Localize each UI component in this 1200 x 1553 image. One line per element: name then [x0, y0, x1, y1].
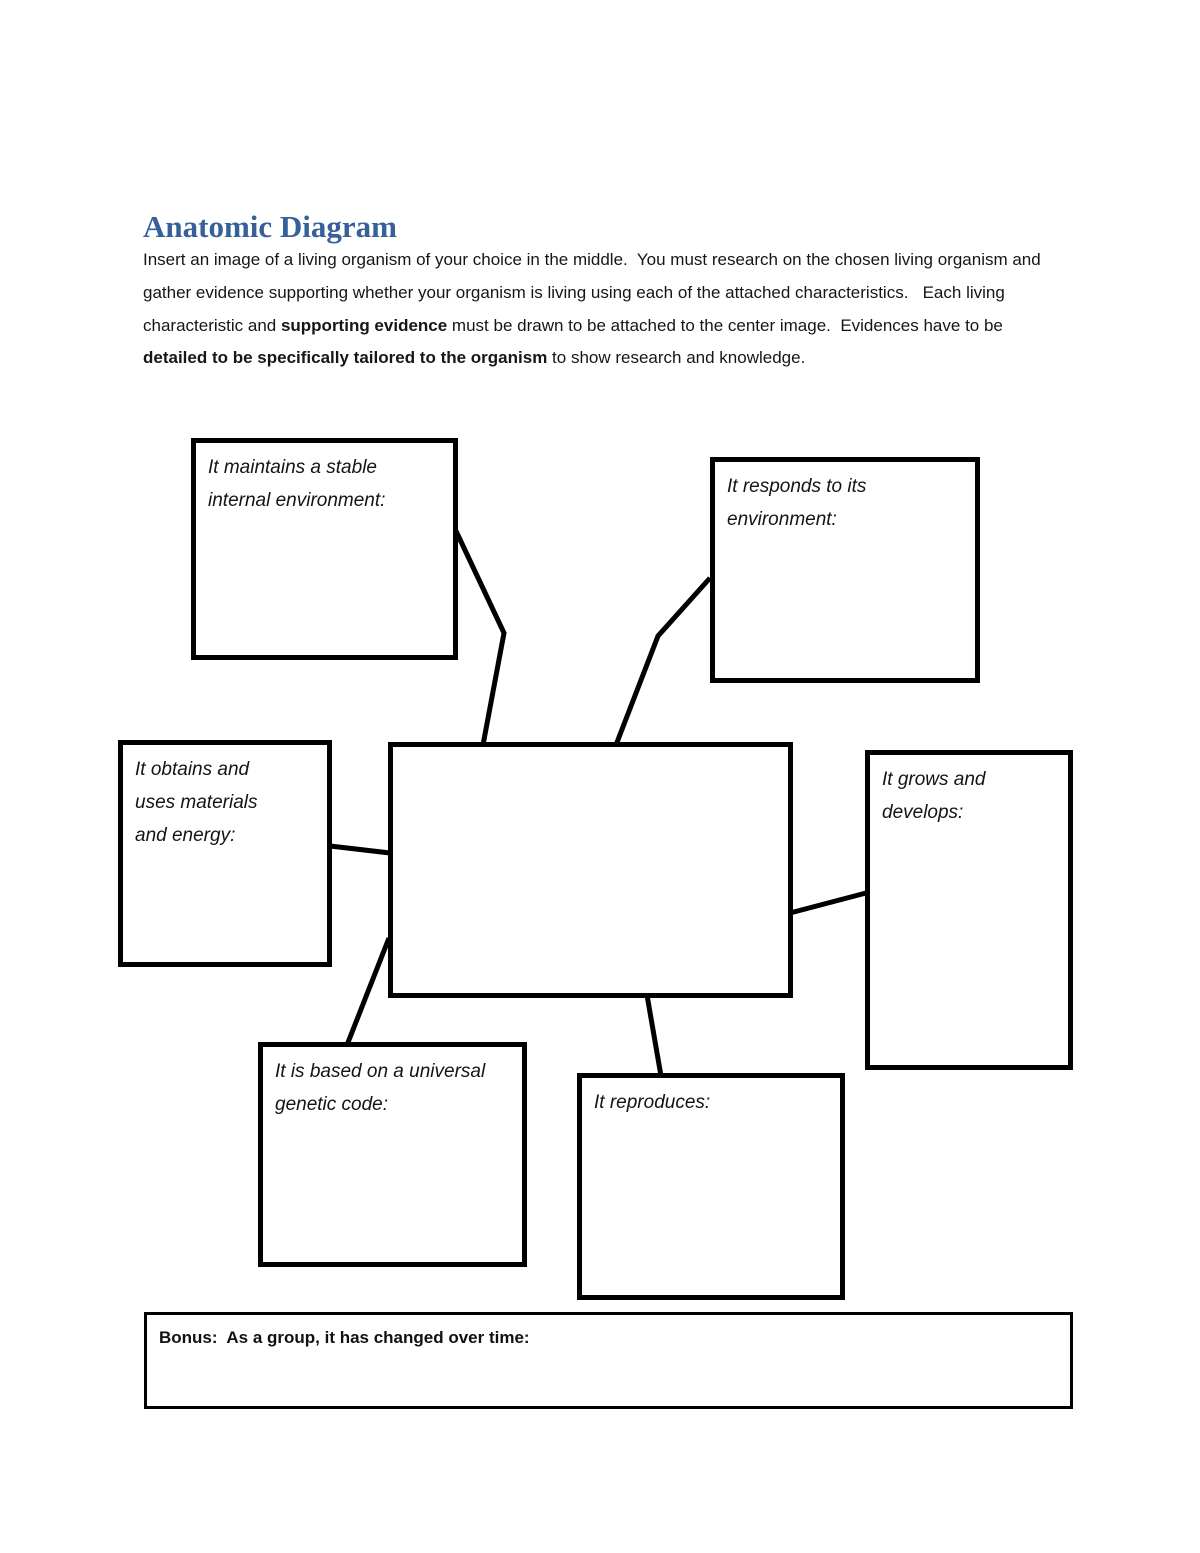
connector-center-to-genetic — [344, 937, 392, 1046]
center-image-box — [388, 742, 793, 998]
connector-responds-to-center — [613, 576, 712, 746]
box-obtains-label: It obtains and uses materials and energy… — [135, 759, 258, 846]
box-maintains-label: It maintains a stable internal environme… — [208, 457, 386, 511]
box-bonus-label: Bonus: As a group, it has changed over t… — [159, 1328, 530, 1347]
box-reproduces: It reproduces: — [577, 1073, 845, 1300]
page-title: Anatomic Diagram — [143, 208, 397, 244]
connector-center-to-grows — [789, 890, 867, 916]
box-genetic-label: It is based on a universal genetic code: — [275, 1061, 486, 1115]
connector-center-to-reproduces — [644, 994, 664, 1077]
center-image-box-label — [393, 747, 788, 763]
box-responds-to-environment: It responds to its environment: — [710, 457, 980, 683]
box-responds-label: It responds to its environment: — [727, 476, 867, 530]
box-maintains-internal-environment: It maintains a stable internal environme… — [191, 438, 458, 660]
box-grows-label: It grows and develops: — [882, 769, 986, 823]
connector-maintains-to-center — [453, 529, 507, 746]
box-reproduces-label: It reproduces: — [594, 1092, 711, 1113]
intro-paragraph: Insert an image of a living organism of … — [143, 250, 1046, 368]
box-bonus-changed-over-time: Bonus: As a group, it has changed over t… — [144, 1312, 1073, 1409]
box-grows-and-develops: It grows and develops: — [865, 750, 1073, 1070]
box-universal-genetic-code: It is based on a universal genetic code: — [258, 1042, 527, 1267]
box-obtains-materials-energy: It obtains and uses materials and energy… — [118, 740, 332, 967]
connector-obtains-to-center — [329, 843, 391, 856]
